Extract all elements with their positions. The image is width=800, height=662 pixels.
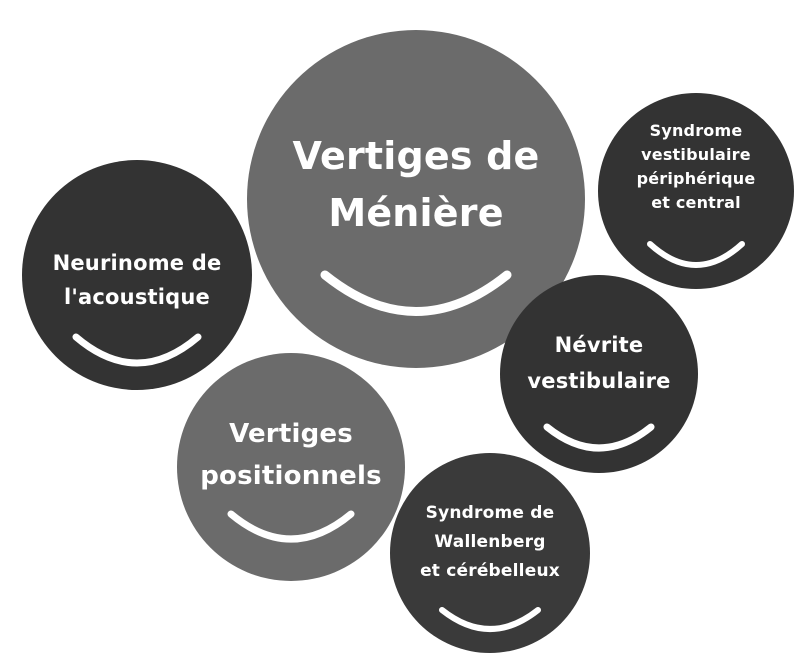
bubble-label-neurinome-de-lacoustique: Neurinome de l'acoustique xyxy=(52,251,222,309)
bubble-syndrome-de-wallenberg: Syndrome de Wallenberg et cérébelleux xyxy=(390,453,590,653)
bubble-label-vertiges-de-meniere: Vertiges de Ménière xyxy=(292,134,540,235)
bubble-label-syndrome-vestibulaire: Syndrome vestibulaire périphérique et ce… xyxy=(636,121,756,212)
bubble-label-nevrite-vestibulaire: Névrite vestibulaire xyxy=(527,333,671,393)
smile-arc-icon xyxy=(227,510,355,543)
bubble-label-syndrome-de-wallenberg: Syndrome de Wallenberg et cérébelleux xyxy=(420,503,560,581)
smile-arc-icon xyxy=(439,607,541,632)
bubble-vertiges-de-meniere: Vertiges de Ménière xyxy=(247,30,585,368)
bubble-vertiges-positionnels: Vertiges positionnels xyxy=(177,353,405,581)
bubble-label-vertiges-positionnels: Vertiges positionnels xyxy=(200,419,382,491)
smile-arc-icon xyxy=(72,333,202,367)
smile-arc-icon xyxy=(543,423,655,452)
smile-arc-icon xyxy=(647,241,745,268)
smile-arc-icon xyxy=(320,270,512,316)
bubble-nevrite-vestibulaire: Névrite vestibulaire xyxy=(500,275,698,473)
bubble-syndrome-vestibulaire: Syndrome vestibulaire périphérique et ce… xyxy=(598,93,794,289)
bubble-neurinome-de-lacoustique: Neurinome de l'acoustique xyxy=(22,160,252,390)
